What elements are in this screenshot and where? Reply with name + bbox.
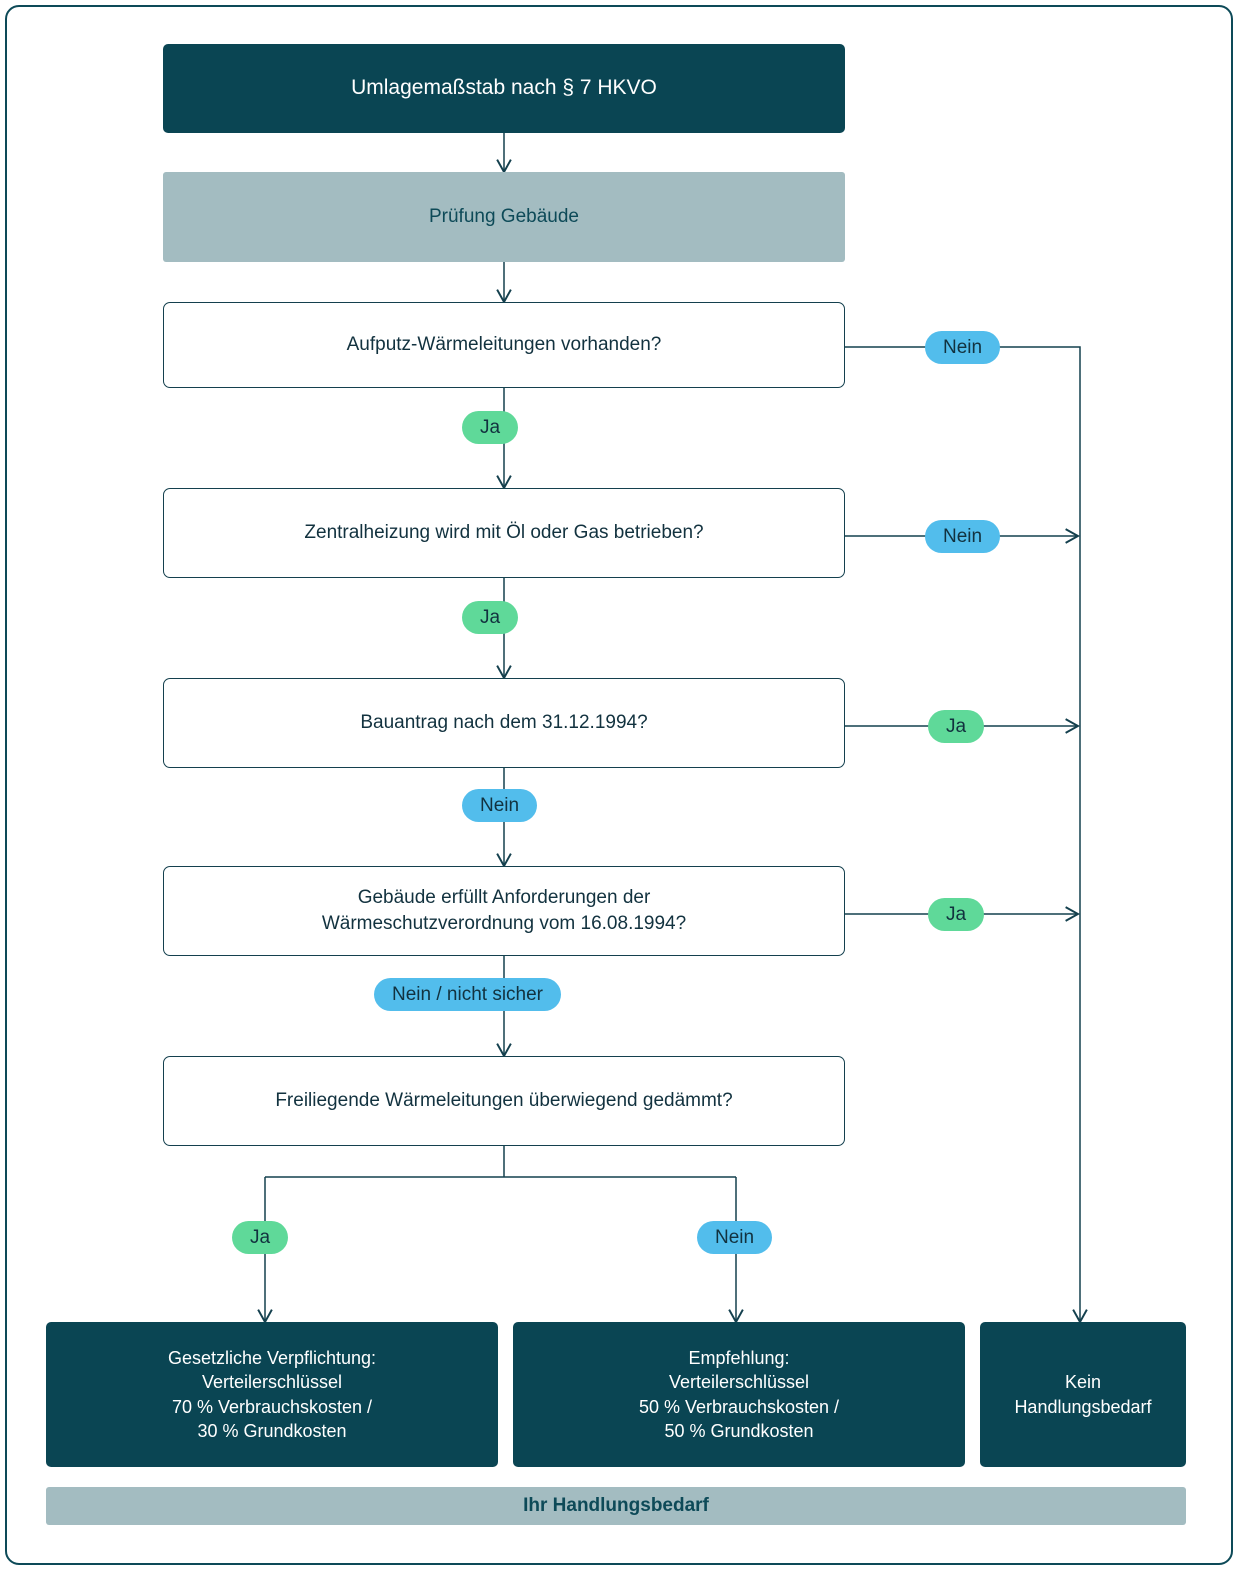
decision-freiliegende-waermeleitungen-gedaemmt[interactable]: Freiliegende Wärmeleitungen überwiegend … <box>163 1056 845 1146</box>
badge-waermeschutz-ja-label: Ja <box>946 903 967 925</box>
decision-aufputz-label: Aufputz-Wärmeleitungen vorhanden? <box>346 334 662 356</box>
result-1-line-3: 70 % Verbrauchskosten / <box>171 1396 373 1417</box>
result-2-line-3: 50 % Verbrauchskosten / <box>638 1396 840 1417</box>
decision-aufputz-waermeleitungen[interactable]: Aufputz-Wärmeleitungen vorhanden? <box>163 302 845 388</box>
decision-gedaemmt-label: Freiliegende Wärmeleitungen überwiegend … <box>275 1090 733 1112</box>
decision-bauantrag-nach-1994[interactable]: Bauantrag nach dem 31.12.1994? <box>163 678 845 768</box>
decision-bauantrag-label: Bauantrag nach dem 31.12.1994? <box>360 712 648 734</box>
result-1-line-2: Verteilerschlüssel <box>201 1372 343 1393</box>
badge-gedaemmt-nein-label: Nein <box>715 1226 755 1248</box>
result-1-line-4: 30 % Grundkosten <box>197 1420 347 1441</box>
badge-bauantrag-ja-label: Ja <box>946 715 967 737</box>
result-3-line-1: Kein <box>1064 1372 1102 1393</box>
result-2-line-2: Verteilerschlüssel <box>668 1372 810 1393</box>
result-2-line-4: 50 % Grundkosten <box>664 1420 814 1441</box>
footer-banner-label: Ihr Handlungsbedarf <box>523 1495 709 1517</box>
badge-aufputz-ja-label: Ja <box>480 416 501 438</box>
result-1-line-1: Gesetzliche Verpflichtung: <box>167 1347 377 1368</box>
badge-aufputz-ja: Ja <box>462 411 519 444</box>
badge-waermeschutz-nein-label: Nein / nicht sicher <box>392 983 544 1005</box>
result-2-line-1: Empfehlung: <box>688 1347 790 1368</box>
result-empfehlung: Empfehlung: Verteilerschlüssel 50 % Verb… <box>513 1322 965 1467</box>
node-title: Umlagemaßstab nach § 7 HKVO <box>163 44 845 133</box>
badge-bauantrag-nein: Nein <box>462 789 538 822</box>
badge-aufputz-nein: Nein <box>925 331 1001 364</box>
badge-zentralheizung-nein-label: Nein <box>943 525 983 547</box>
result-gesetzliche-verpflichtung: Gesetzliche Verpflichtung: Verteilerschl… <box>46 1322 498 1467</box>
result-kein-handlungsbedarf: Kein Handlungsbedarf <box>980 1322 1186 1467</box>
decision-zentralheizung-oel-gas[interactable]: Zentralheizung wird mit Öl oder Gas betr… <box>163 488 845 578</box>
badge-bauantrag-ja: Ja <box>928 710 985 743</box>
node-stage-pruefung-gebaeude: Prüfung Gebäude <box>163 172 845 262</box>
node-stage-label: Prüfung Gebäude <box>428 206 579 228</box>
badge-gedaemmt-ja-label: Ja <box>250 1226 271 1248</box>
node-title-label: Umlagemaßstab nach § 7 HKVO <box>351 76 657 100</box>
badge-aufputz-nein-label: Nein <box>943 336 983 358</box>
badge-zentralheizung-nein: Nein <box>925 520 1001 553</box>
result-3-line-2: Handlungsbedarf <box>1014 1396 1152 1417</box>
badge-zentralheizung-ja-label: Ja <box>480 606 501 628</box>
wire-d1-nein-rail <box>845 346 1081 1290</box>
decision-waermeschutz-line-1: Gebäude erfüllt Anforderungen der <box>357 887 651 909</box>
footer-banner-ihr-handlungsbedarf: Ihr Handlungsbedarf <box>46 1487 1186 1525</box>
badge-waermeschutz-nein-nicht-sicher: Nein / nicht sicher <box>374 978 562 1011</box>
decision-zentralheizung-label: Zentralheizung wird mit Öl oder Gas betr… <box>304 522 704 544</box>
badge-zentralheizung-ja: Ja <box>462 601 519 634</box>
badge-waermeschutz-ja: Ja <box>928 898 985 931</box>
badge-bauantrag-nein-label: Nein <box>480 794 520 816</box>
decision-waermeschutzverordnung[interactable]: Gebäude erfüllt Anforderungen der Wärmes… <box>163 866 845 956</box>
decision-waermeschutz-line-2: Wärmeschutzverordnung vom 16.08.1994? <box>321 913 687 934</box>
badge-gedaemmt-ja: Ja <box>232 1221 289 1254</box>
badge-gedaemmt-nein: Nein <box>697 1221 773 1254</box>
